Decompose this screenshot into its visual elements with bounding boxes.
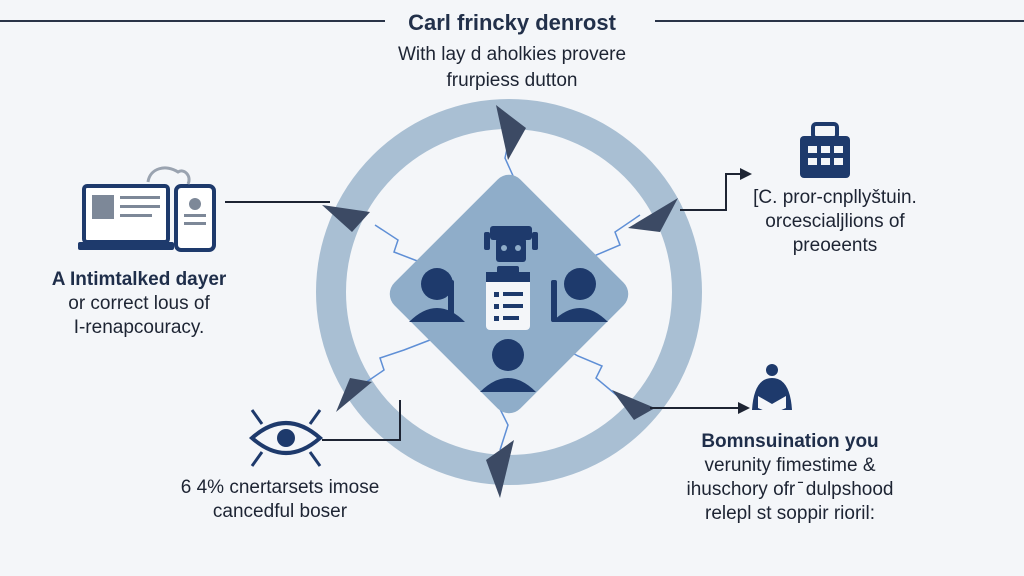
arrowhead-right-bottom xyxy=(738,402,750,414)
block-left-top: A Intimtalked dayer or correct lous of I… xyxy=(24,268,254,340)
block-left-bottom: 6 4% cnertarsets imose cancedful boser xyxy=(150,476,410,524)
top-left-rule xyxy=(0,20,385,22)
connector-lines xyxy=(225,173,740,441)
page-title: Carl frincky denrost xyxy=(408,10,616,35)
block-left-top-heading: A Intimtalked dayer xyxy=(51,269,227,290)
user-with-key-icon xyxy=(409,268,465,322)
subtitle-line-1: With lay d aholkies provere xyxy=(397,44,627,65)
block-right-top-line-1: [C. pror-cnpllyštuin. xyxy=(753,187,917,208)
page-subtitle: With lay d aholkies provere frurpiess du… xyxy=(312,42,712,94)
arrowhead-right-top xyxy=(740,168,752,180)
block-right-bottom-line-2: ihuschory ofr ̄ dulpshood xyxy=(686,479,894,500)
top-right-rule xyxy=(655,20,1024,22)
block-right-bottom: Bomnsuination you verunity fimestime & i… xyxy=(660,430,920,526)
block-left-top-line-1: or correct lous of xyxy=(68,293,210,314)
header: Carl frincky denrost With lay d aholkies… xyxy=(312,10,712,94)
subtitle-line-2: frurpiess dutton xyxy=(446,70,578,91)
block-right-top-line-3: preoeents xyxy=(792,235,878,256)
arrow-bottom-left xyxy=(336,378,372,412)
block-left-bottom-line-2: cancedful boser xyxy=(212,501,348,522)
reader-person-icon xyxy=(752,364,792,414)
block-right-bottom-heading: Bomnsuination you xyxy=(701,431,879,452)
arrow-bottom xyxy=(486,440,514,498)
briefcase-checklist-icon xyxy=(486,266,530,330)
cycle-ring xyxy=(316,99,702,485)
block-right-bottom-line-1: verunity fimestime & xyxy=(704,455,876,476)
user-icon xyxy=(480,339,536,392)
arrow-right xyxy=(628,198,678,232)
cycle-arrows xyxy=(322,105,678,498)
arrow-bottom-right xyxy=(612,390,655,420)
user-with-key-icon xyxy=(551,268,608,322)
block-left-bottom-line-1: 6 4% cnertarsets imose xyxy=(180,477,380,498)
laptop-and-phone-icon xyxy=(78,166,216,252)
block-right-top-line-2: orcescialjlions of xyxy=(765,211,905,232)
robot-icon xyxy=(484,226,538,262)
eye-shield-icon xyxy=(248,409,324,467)
block-right-bottom-line-3: relepl st soppir rioril: xyxy=(705,503,875,524)
arrow-left xyxy=(322,205,370,232)
arrow-top xyxy=(496,105,526,160)
block-left-top-line-2: I-renapcouracy. xyxy=(73,317,205,338)
calendar-briefcase-icon xyxy=(800,122,850,178)
block-right-top: [C. pror-cnpllyštuin. orcescialjlions of… xyxy=(730,186,940,258)
spark-line-bottom-left xyxy=(361,339,431,386)
